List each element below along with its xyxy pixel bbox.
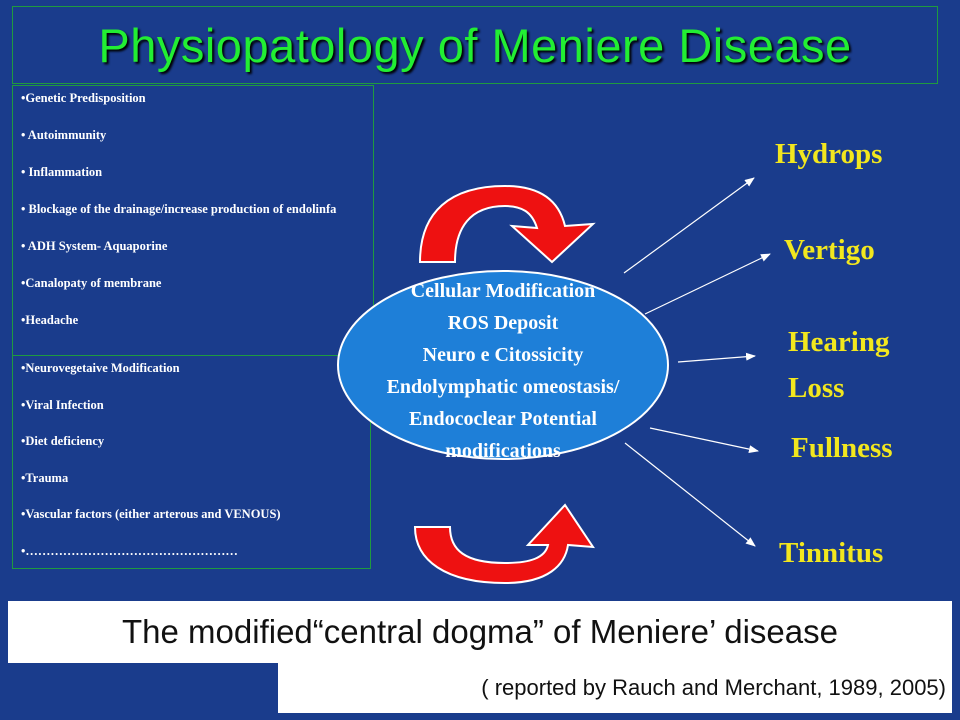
central-line: Endolymphatic omeostasis/ [386,376,620,398]
arrow-to-fullness-icon [649,427,759,454]
slide-title: Physiopatology of Meniere Disease [98,18,852,72]
caption-box: The modified“central dogma” of Meniere’ … [8,601,952,663]
cycle-arrow-bottom-icon [413,503,595,585]
central-line: Neuro e Citossicity [422,344,584,366]
reference: ( reported by Rauch and Merchant, 1989, … [481,675,946,700]
outcome-hearing-line1: Hearing [788,326,890,358]
central-line: ROS Deposit [447,312,559,334]
title-box: Physiopatology of Meniere Disease [12,6,938,84]
factor-item: •Vascular factors (either arterous and V… [21,507,281,521]
central-line: modifications [445,440,561,462]
factor-item: • Autoimmunity [21,128,107,142]
arrow-to-tinnitus-icon [624,442,756,547]
outcome-hydrops: Hydrops [775,138,883,170]
outcome-hearing-line2: Loss [788,372,845,404]
factor-item: • Inflammation [21,165,103,179]
arrow-to-hearing-loss-icon [677,352,756,363]
outcome-vertigo: Vertigo [784,234,875,266]
factors-box-secondary: •Neurovegetaive Modification •Viral Infe… [12,355,371,569]
factor-item: •Headache [21,313,79,327]
outcome-tinnitus: Tinnitus [779,537,884,569]
arrow-to-vertigo-icon [644,253,771,315]
factor-item: •Diet deficiency [21,434,105,448]
central-line: Cellular Modification [410,280,596,302]
outcome-fullness: Fullness [791,432,893,464]
arrow-to-hydrops-icon [623,177,755,274]
reference-box: ( reported by Rauch and Merchant, 1989, … [278,663,952,713]
cycle-arrow-top-icon [418,184,596,264]
central-line: Endococlear Potential [409,408,597,430]
factor-item: •Genetic Predisposition [21,91,146,105]
caption: The modified“central dogma” of Meniere’ … [122,613,838,650]
central-ellipse [337,270,669,460]
factor-item: •Neurovegetaive Modification [21,361,180,375]
factor-item: •Viral Infection [21,397,104,412]
factor-item: •Trauma [21,470,69,485]
factor-item: • ADH System- Aquaporine [21,239,168,253]
factor-item: •…………………………………………… [21,543,238,558]
central-mechanisms: Cellular Modification ROS Deposit Neuro … [340,275,666,467]
factor-item: • Blockage of the drainage/increase prod… [21,202,337,216]
factor-item: •Canalopaty of membrane [21,276,162,290]
